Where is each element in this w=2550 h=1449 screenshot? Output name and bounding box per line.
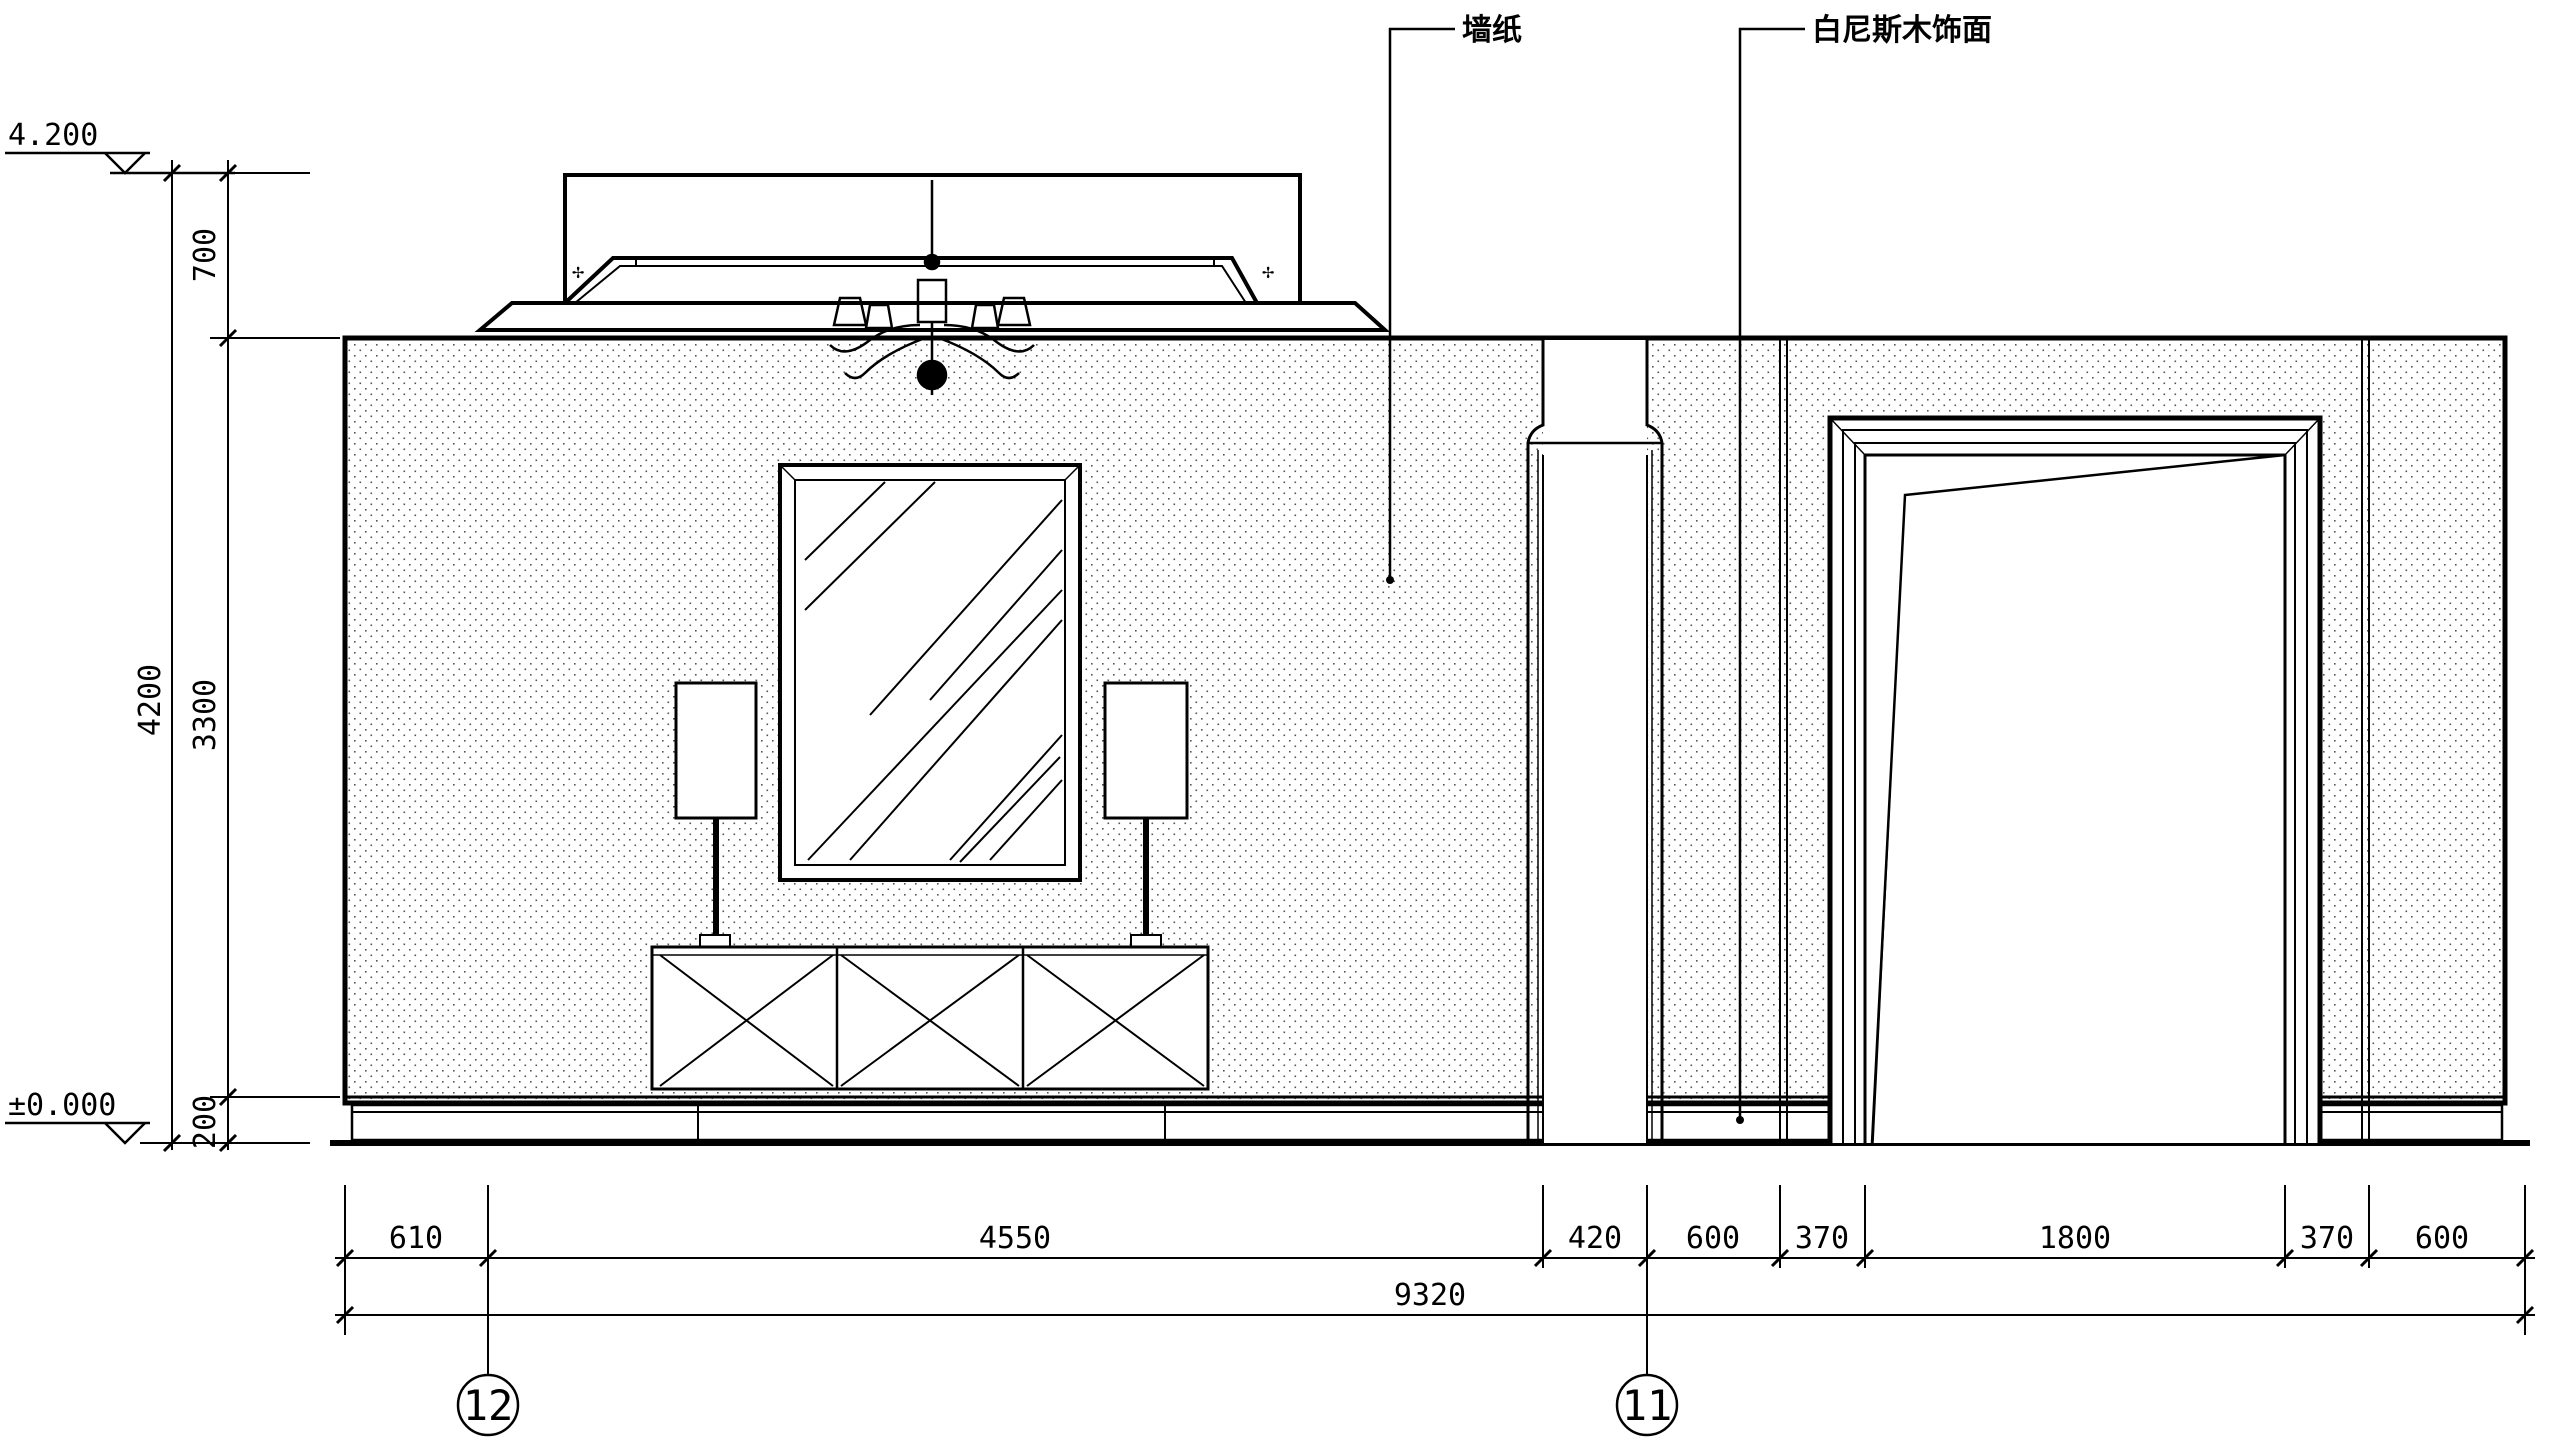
grid-axis-12: 12 [456, 1373, 520, 1437]
level-mark-floor [5, 1121, 150, 1145]
level-mark-top [5, 151, 235, 175]
doorway [1827, 415, 2323, 1144]
dim-ceiling-height: 700 [188, 228, 223, 282]
annotation-leaders [1388, 27, 1805, 1120]
dim-seg-5: 370 [1795, 1221, 1849, 1256]
level-floor-label: ±0.000 [8, 1088, 116, 1123]
dim-base-height: 200 [188, 1095, 223, 1149]
grid-axis-11: 11 [1615, 1373, 1679, 1437]
dim-seg-1: 610 [389, 1221, 443, 1256]
dim-total-height: 4200 [133, 664, 168, 736]
grid-axis-12-label: 12 [463, 1381, 514, 1430]
dim-total-width: 9320 [1394, 1278, 1466, 1313]
leader-dot-veneer [1736, 1116, 1744, 1124]
chandelier-icon [829, 180, 1035, 395]
wood-veneer-panels [1779, 340, 2370, 1143]
dim-seg-4: 600 [1686, 1221, 1740, 1256]
grid-axis-11-label: 11 [1622, 1381, 1673, 1430]
dim-seg-2: 4550 [979, 1221, 1051, 1256]
level-top-label: 4.200 [8, 118, 98, 153]
svg-text:✢: ✢ [1262, 259, 1274, 283]
dim-wall-height: 3300 [188, 679, 223, 751]
mirror [778, 463, 1082, 882]
label-wallpaper: 墙纸 [1462, 13, 1522, 48]
dim-seg-6: 1800 [2039, 1221, 2111, 1256]
leader-dot-wallpaper [1386, 576, 1394, 584]
label-veneer: 白尼斯木饰面 [1812, 13, 1992, 48]
svg-text:✢: ✢ [572, 259, 584, 283]
dim-seg-3: 420 [1568, 1221, 1622, 1256]
pilaster-column [1526, 338, 1664, 1143]
table-lamp-left [674, 681, 758, 948]
dim-seg-8: 600 [2415, 1221, 2469, 1256]
dim-seg-7: 370 [2300, 1221, 2354, 1256]
console-cabinet [650, 945, 1210, 1091]
vertical-dimension-lines [140, 160, 340, 1153]
